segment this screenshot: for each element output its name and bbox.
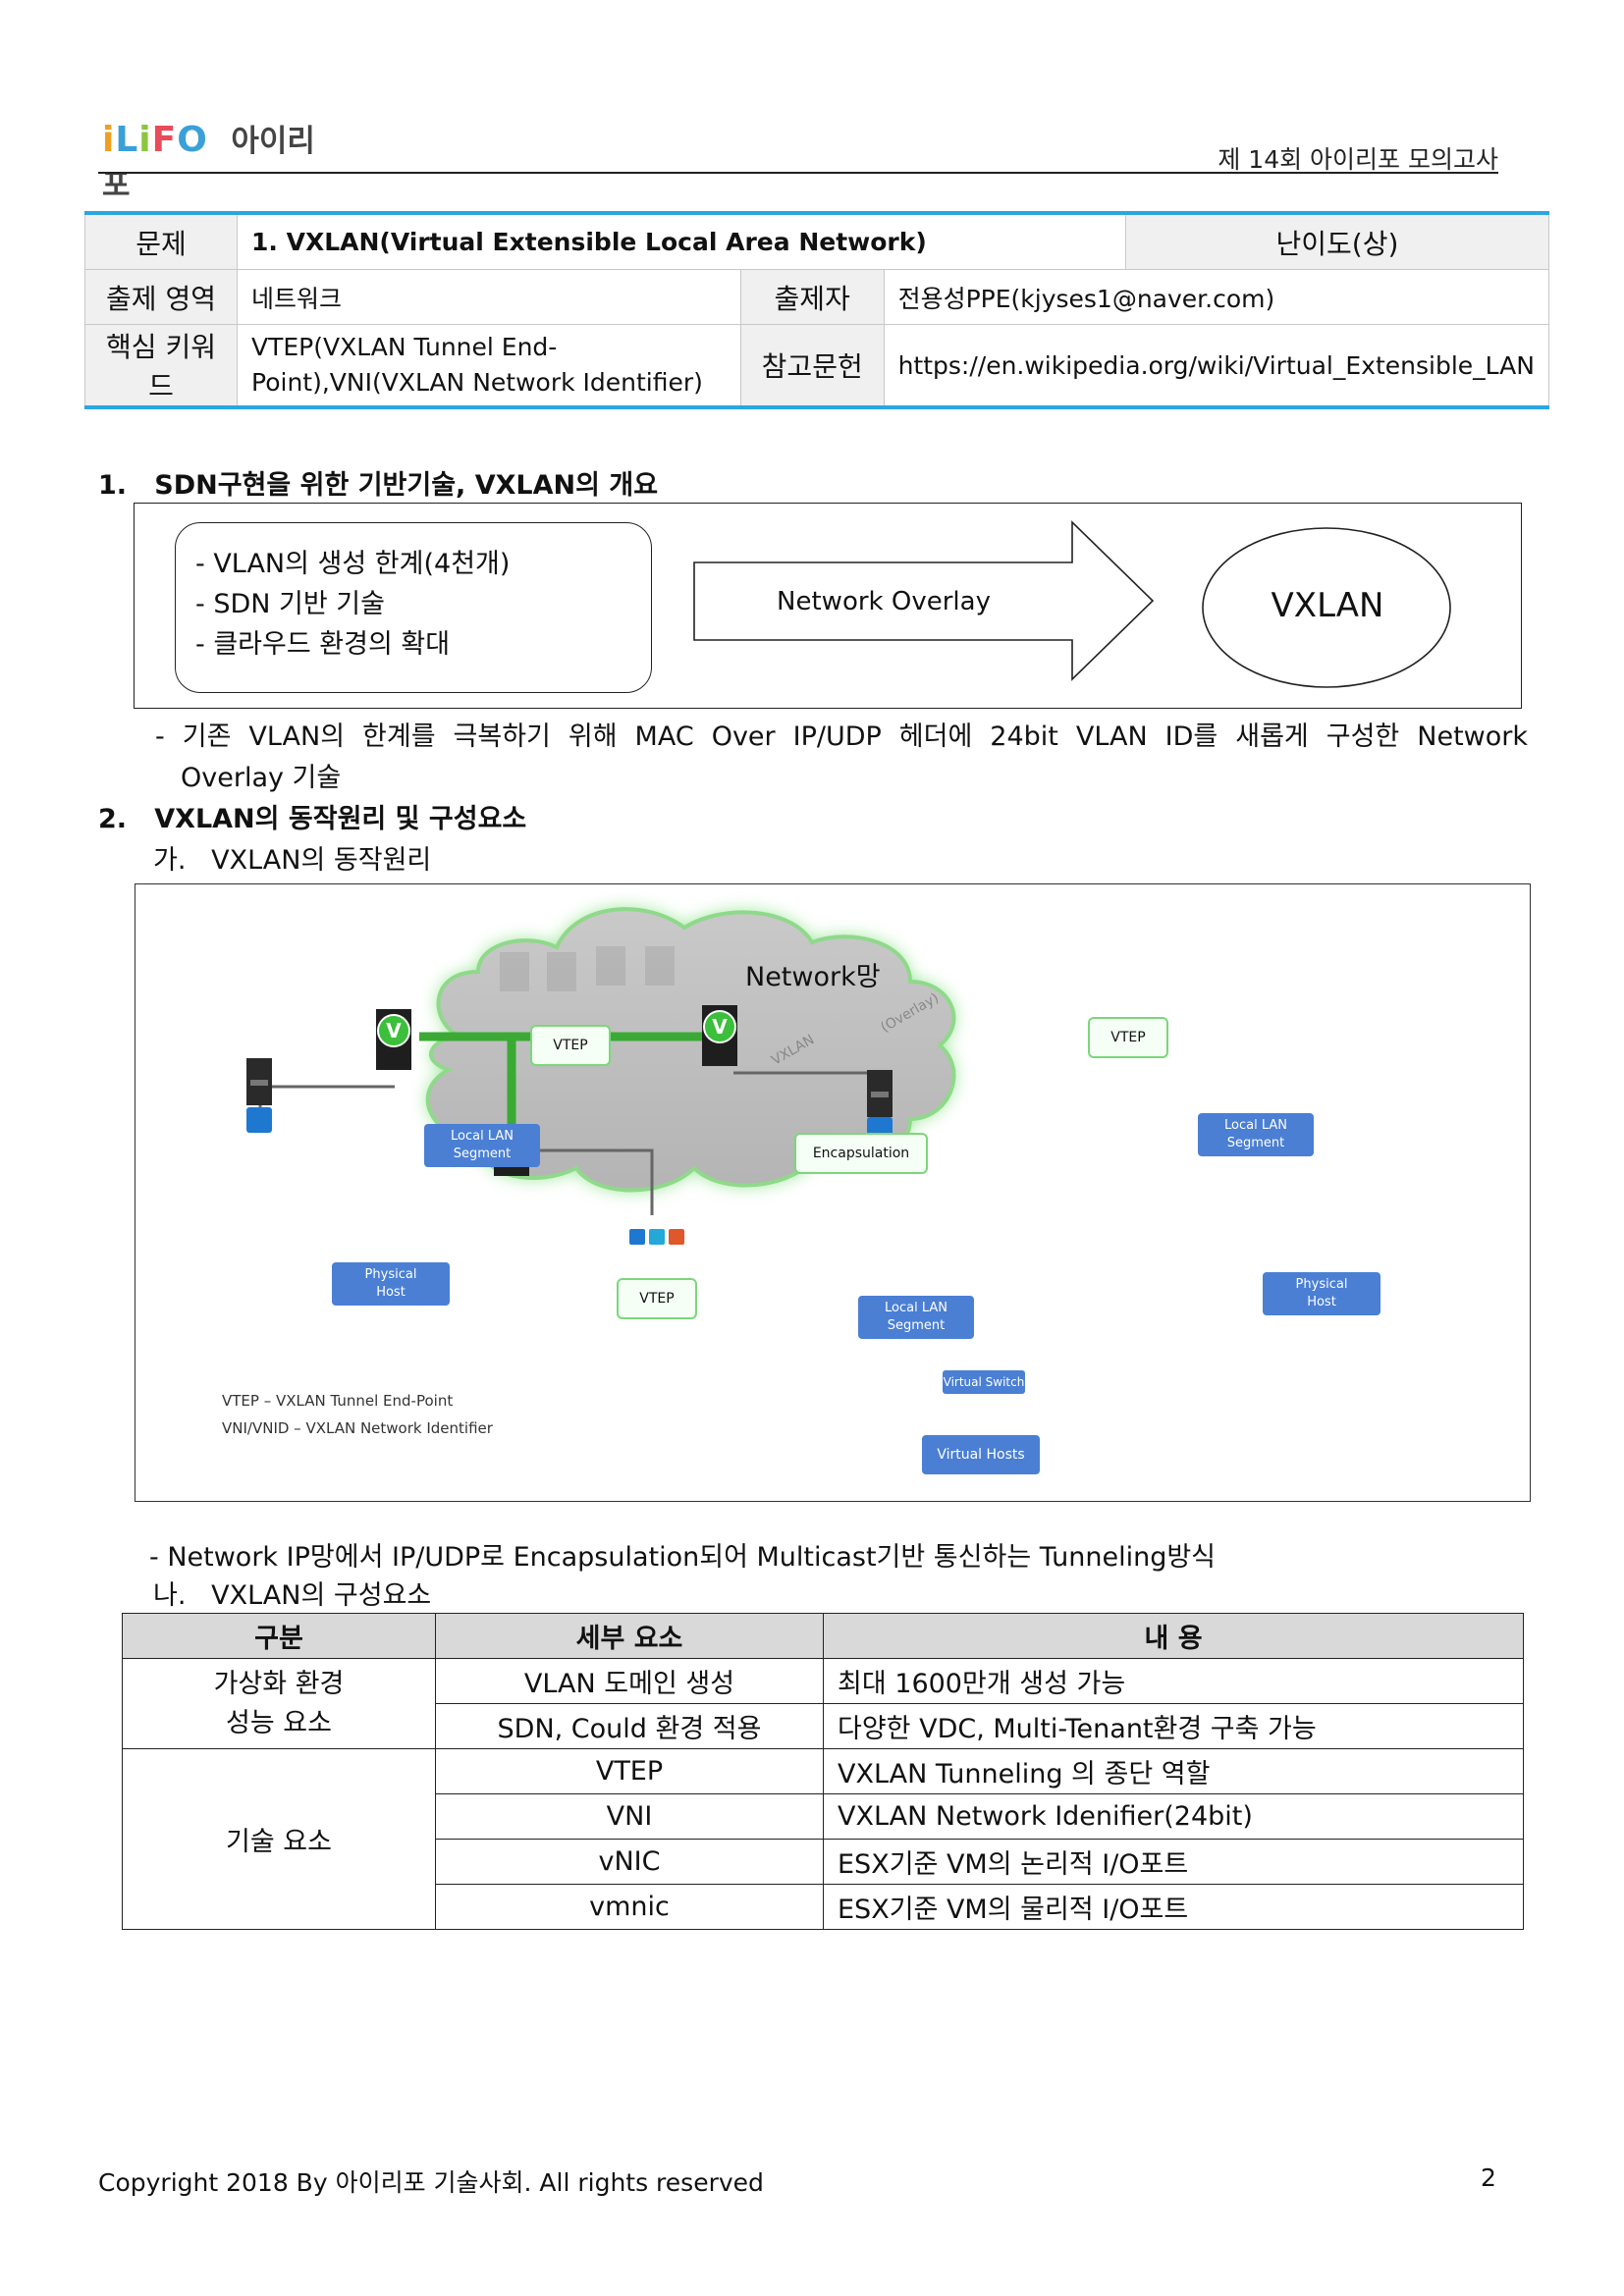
vtep-switch: V <box>702 1005 737 1066</box>
network-overlay-arrow <box>693 520 1155 681</box>
svg-text:V: V <box>712 1015 728 1039</box>
section-2-title: 2. VXLAN의 동작원리 및 구성요소 <box>98 804 527 834</box>
author-label: 출제자 <box>739 269 885 325</box>
problem-title: 1. VXLAN(Virtual Extensible Local Area N… <box>237 211 1126 270</box>
virtual-switch-label: Virtual Switch <box>943 1370 1025 1394</box>
section-1-title: 1. SDN구현을 위한 기반기술, VXLAN의 개요 <box>98 470 659 501</box>
area-value: 네트워크 <box>237 269 741 325</box>
desc-cell: ESX기준 VM의 물리적 I/O포트 <box>823 1884 1524 1930</box>
host-link <box>258 1085 395 1129</box>
virtual-host-icons <box>629 1229 684 1245</box>
legend-vni: VNI/VNID – VXLAN Network Identifier <box>222 1419 493 1437</box>
server-icon <box>867 1070 893 1143</box>
desc-cell: 다양한 VDC, Multi-Tenant환경 구축 가능 <box>823 1703 1524 1749</box>
overview-description-line1: - 기존 VLAN의 한계를 극복하기 위해 MAC Over IP/UDP 헤… <box>155 721 1528 752</box>
column-header: 세부 요소 <box>435 1613 824 1659</box>
logo-korean: 아이리포 <box>102 124 315 203</box>
table-row: 기술 요소 VTEP VXLAN Tunneling 의 종단 역할 <box>122 1748 1524 1930</box>
desc-cell: VXLAN Tunneling 의 종단 역할 <box>823 1748 1524 1794</box>
host-link <box>530 1148 654 1215</box>
svg-text:V: V <box>386 1019 402 1042</box>
vxlan-label: VXLAN <box>1271 586 1384 625</box>
bullet-item: - 클라우드 환경의 확대 <box>195 629 451 660</box>
vtep-label: VTEP <box>1088 1017 1168 1058</box>
virtual-hosts-label: Virtual Hosts <box>922 1435 1040 1474</box>
vtep-label: VTEP <box>530 1025 611 1066</box>
item-cell: VLAN 도메인 생성 <box>435 1658 824 1704</box>
reference-label: 참고문헌 <box>739 324 885 409</box>
reference-link[interactable]: https://en.wikipedia.org/wiki/Virtual_Ex… <box>883 324 1550 409</box>
item-cell: VTEP <box>435 1748 824 1794</box>
problem-label: 문제 <box>83 211 239 270</box>
cloud-label: Network망 <box>745 962 881 992</box>
author-value: 전용성PPE(kjyses1@naver.com) <box>883 269 1550 325</box>
table-row: vmnic ESX기준 VM의 물리적 I/O포트 <box>123 1884 1524 1930</box>
difficulty: 난이도(상) <box>1124 211 1550 270</box>
item-cell: vNIC <box>435 1839 824 1885</box>
subsection-a-title: 가. VXLAN의 동작원리 <box>153 845 432 876</box>
encapsulation-label: Encapsulation <box>794 1133 928 1174</box>
area-label: 출제 영역 <box>83 269 239 325</box>
desc-cell: 최대 1600만개 생성 가능 <box>823 1658 1524 1704</box>
logo: iLiFO 아이리포 <box>102 116 338 203</box>
vxlan-ellipse <box>1202 527 1451 688</box>
header-divider <box>98 172 1498 174</box>
table-row: vNIC ESX기준 VM의 논리적 I/O포트 <box>123 1839 1524 1885</box>
server-icon <box>246 1058 272 1133</box>
category-cell: 기술 요소 <box>122 1748 436 1930</box>
item-cell: vmnic <box>435 1884 824 1930</box>
vtep-label: VTEP <box>617 1278 697 1319</box>
copyright: Copyright 2018 By 아이리포 기술사회. All rights … <box>98 2168 764 2197</box>
column-header: 내 용 <box>823 1613 1524 1659</box>
exam-title: 제 14회 아이리포 모의고사 <box>1218 145 1498 174</box>
bullet-item: - VLAN의 생성 한계(4천개) <box>195 549 511 579</box>
problem-info-table: 문제 1. VXLAN(Virtual Extensible Local Are… <box>83 211 1550 409</box>
desc-cell: ESX기준 VM의 논리적 I/O포트 <box>823 1839 1524 1885</box>
operation-description: - Network IP망에서 IP/UDP로 Encapsulation되어 … <box>149 1542 1217 1573</box>
page-number: 2 <box>1481 2163 1496 2192</box>
vtep-switch: V <box>376 1009 411 1070</box>
item-cell: VNI <box>435 1793 824 1840</box>
legend-vtep: VTEP – VXLAN Tunnel End-Point <box>222 1392 454 1410</box>
column-header: 구분 <box>122 1613 436 1659</box>
overview-description-line2: Overlay 기술 <box>181 763 342 793</box>
item-cell: SDN, Could 환경 적용 <box>435 1703 824 1749</box>
overview-diagram <box>134 503 1522 709</box>
table-row: VNI VXLAN Network Idenifier(24bit) <box>123 1793 1524 1840</box>
arrow-label: Network Overlay <box>777 587 991 616</box>
subsection-b-title: 나. VXLAN의 구성요소 <box>153 1580 432 1611</box>
bullet-item: - SDN 기반 기술 <box>195 589 385 619</box>
keyword-value: VTEP(VXLAN Tunnel End-Point),VNI(VXLAN N… <box>237 324 741 409</box>
limitations-box: - VLAN의 생성 한계(4천개) - SDN 기반 기술 - 클라우드 환경… <box>175 522 652 693</box>
logo-mark: iLiFO <box>102 120 208 160</box>
desc-cell: VXLAN Network Idenifier(24bit) <box>823 1793 1524 1840</box>
table-row: SDN, Could 환경 적용 다양한 VDC, Multi-Tenant환경… <box>123 1703 1524 1749</box>
